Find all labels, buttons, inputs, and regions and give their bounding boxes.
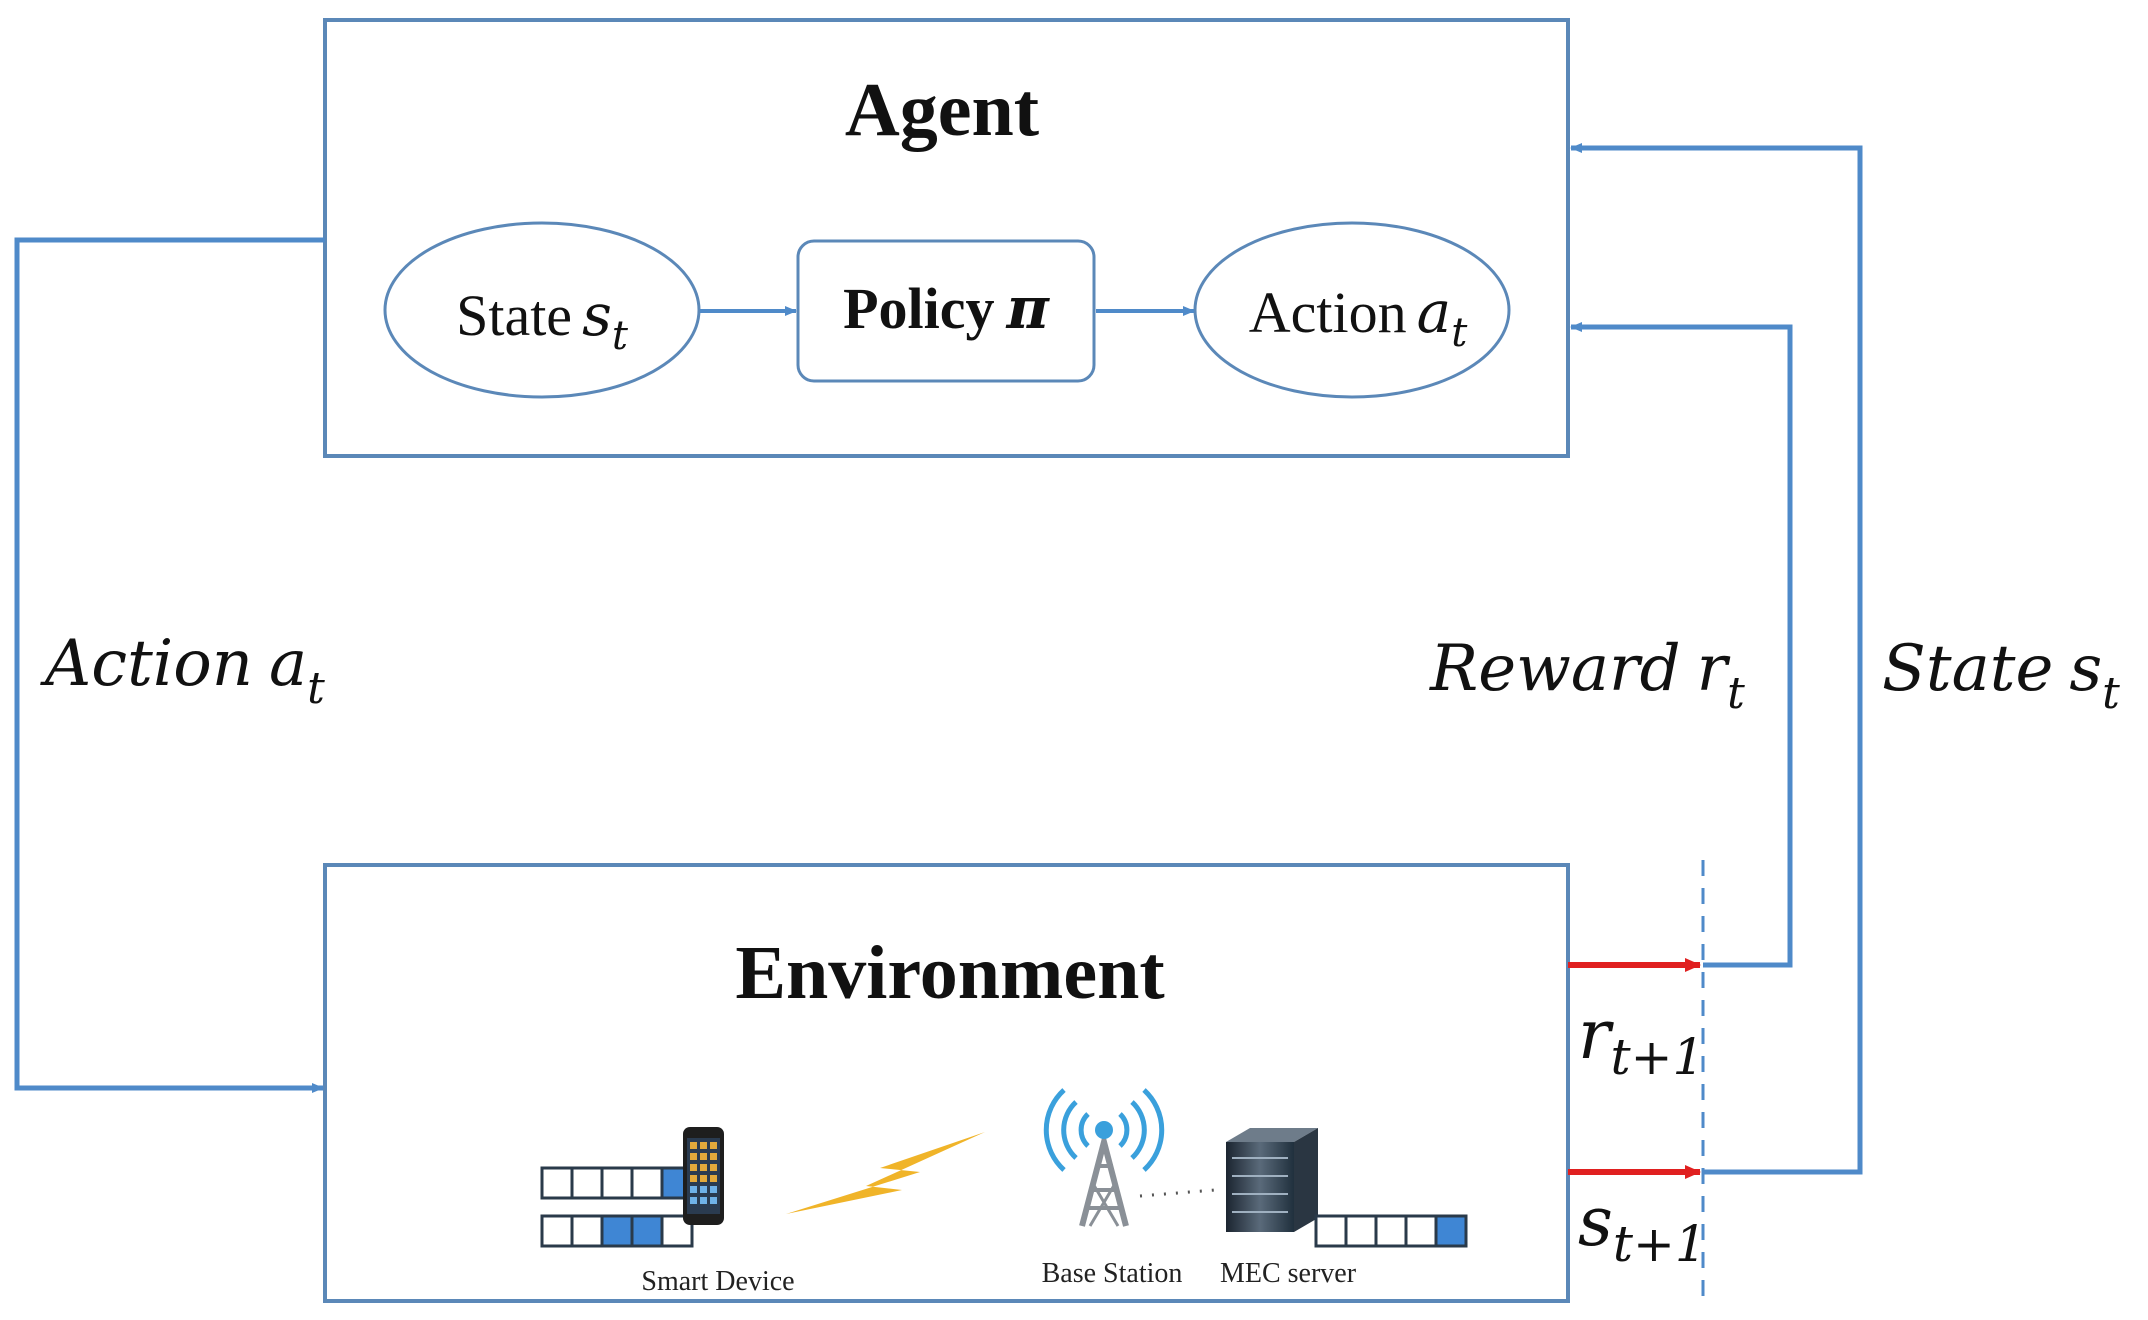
smartphone-icon [683,1127,724,1225]
base-station-label: Base Station [1042,1258,1183,1289]
action-node [1193,221,1511,399]
mec-server-queue [1314,1214,1468,1248]
state-loop-arrow [1570,143,1863,1175]
smart-device-queue-top [540,1166,694,1200]
mec-server-label: MEC server [1220,1258,1357,1289]
smart-device-label: Smart Device [641,1266,794,1297]
policy-node [796,239,1096,383]
state-node [383,221,701,399]
next-state-label: st+1 [1578,1183,1707,1273]
next-reward-label: rt+1 [1578,996,1704,1086]
wireless-link-icon [786,1132,985,1214]
backhaul-link [1139,1188,1216,1198]
agent-title: Agent [845,68,1039,152]
reward-loop-arrow [1570,322,1793,968]
base-station-icon [1043,1088,1165,1227]
smart-device-queue-bottom [540,1214,694,1248]
environment-title: Environment [735,931,1164,1015]
action-loop-arrow [14,237,325,1093]
mec-server-icon [1226,1128,1318,1232]
